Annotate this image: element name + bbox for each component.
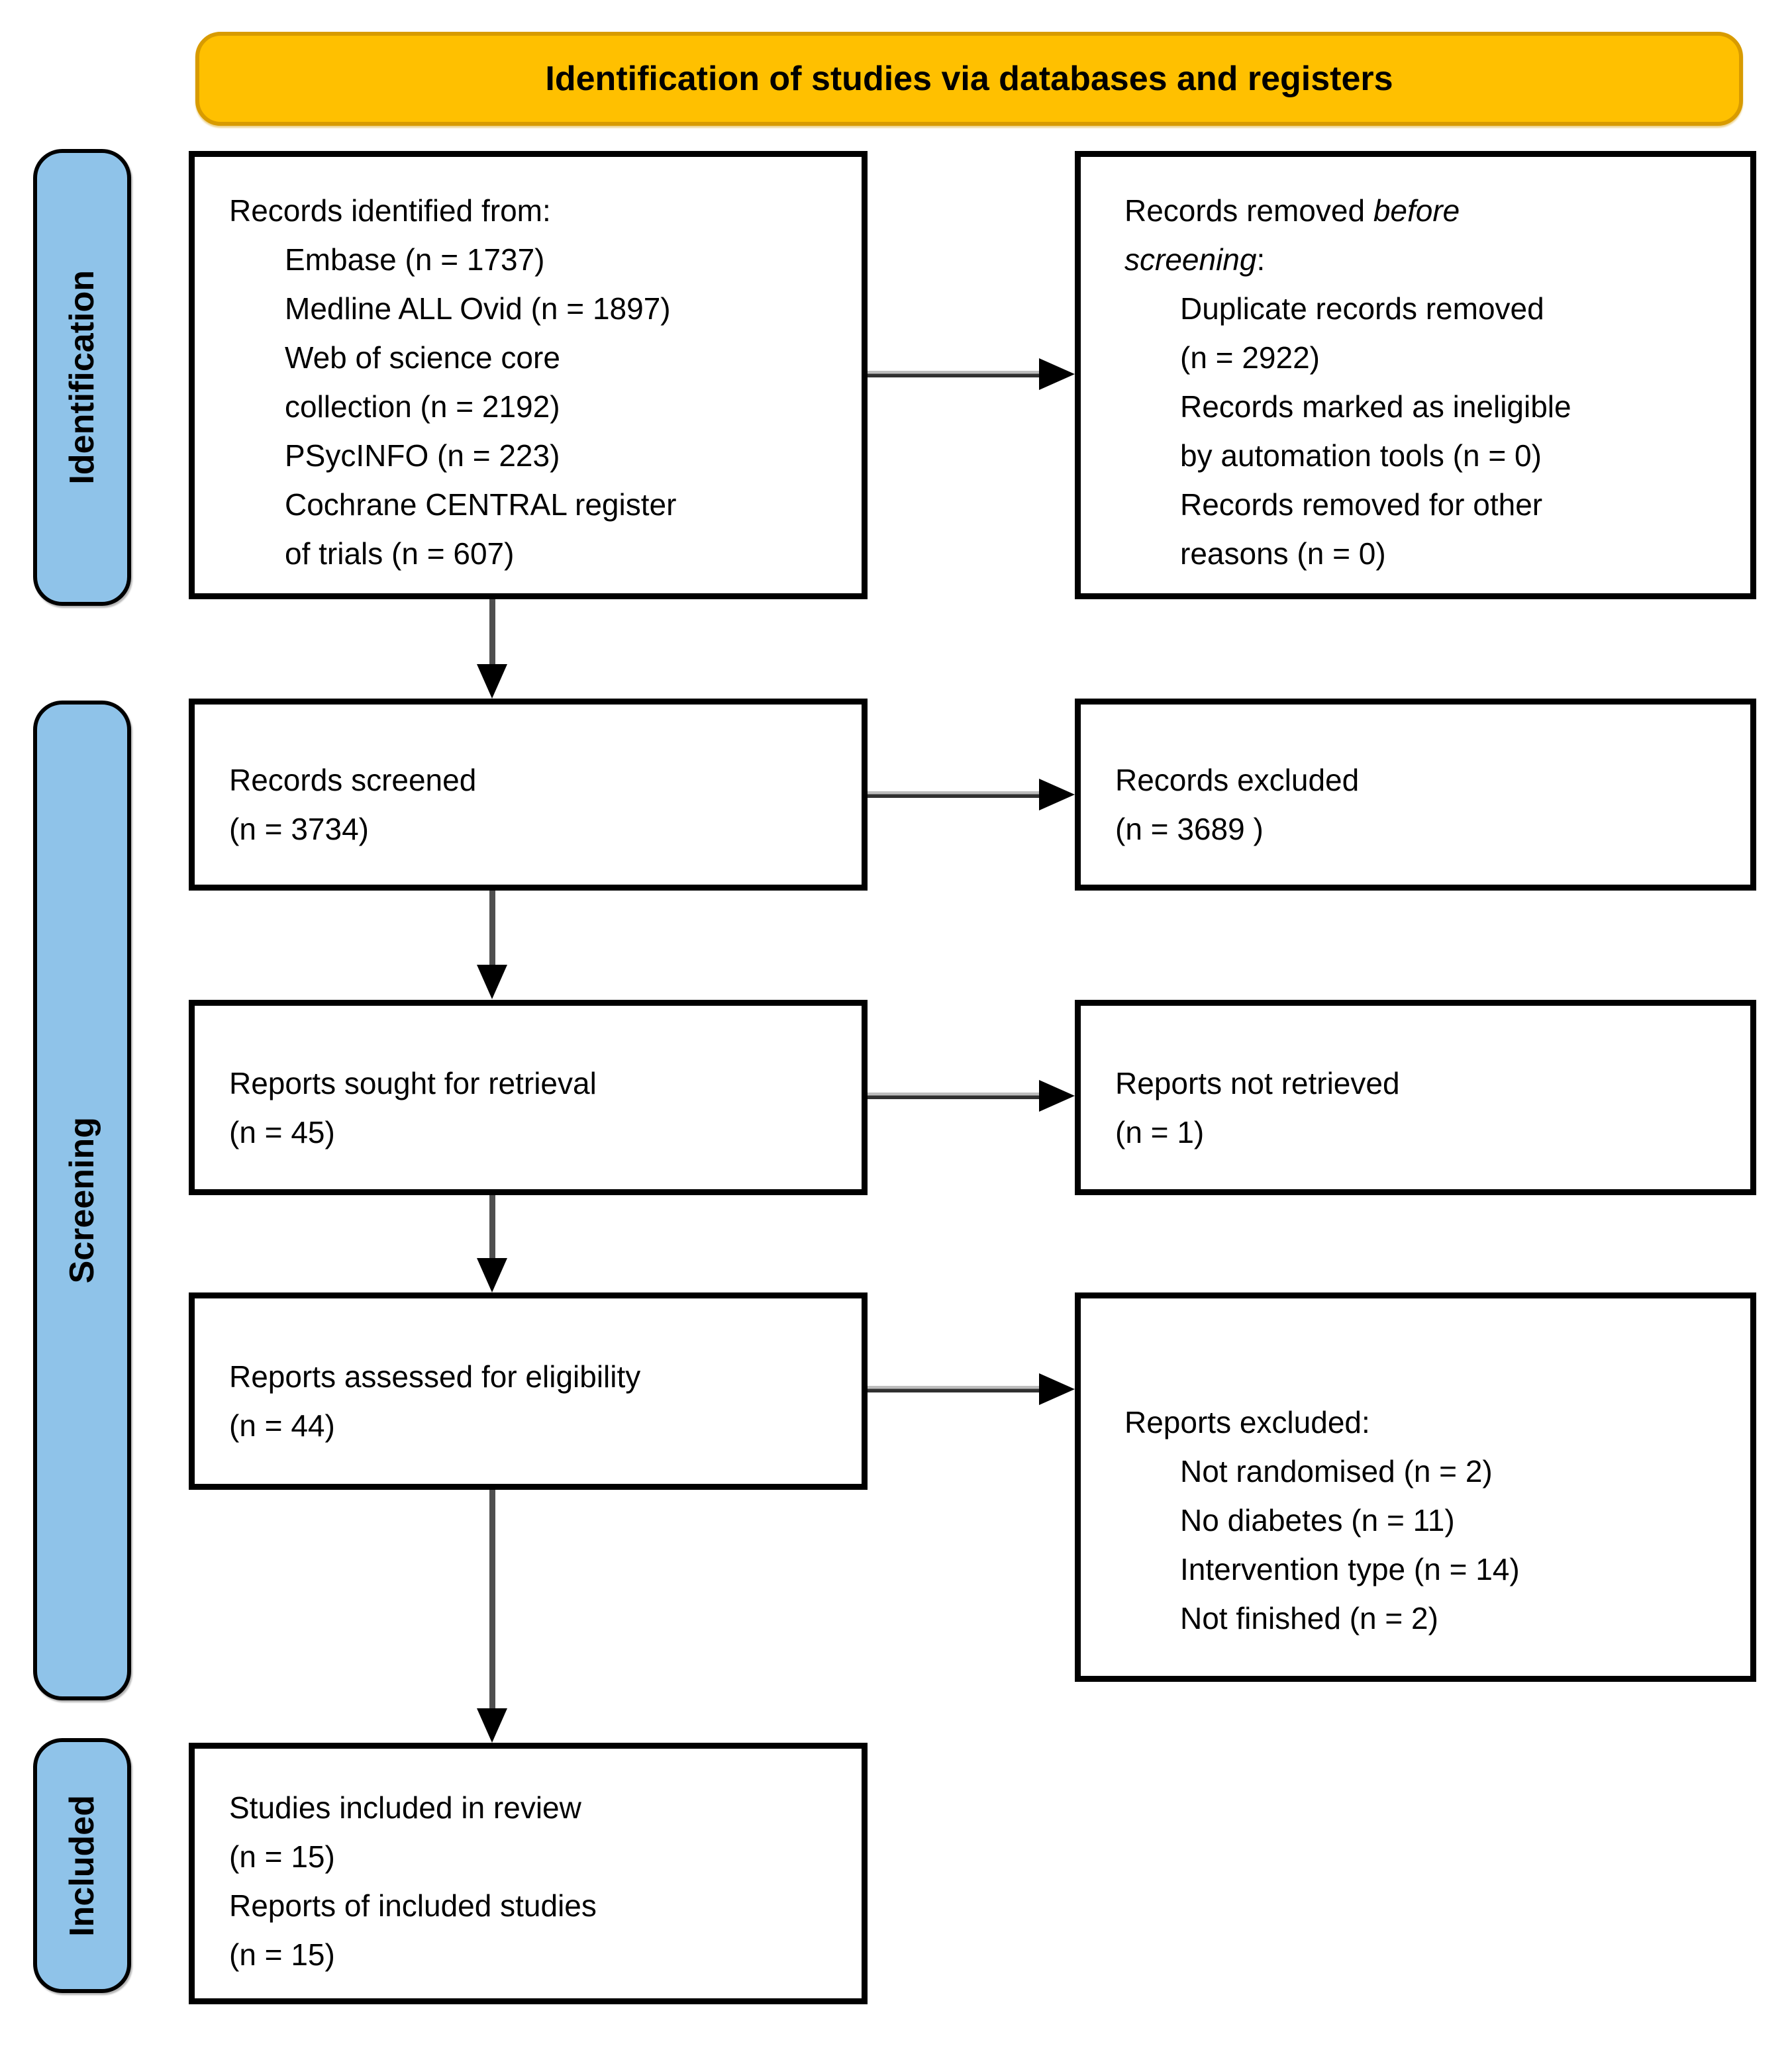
box-text: Reports assessed for eligibility [229, 1359, 641, 1394]
arrow-head-right-icon [1039, 1080, 1075, 1112]
box-studies-included: Studies included in review (n = 15) Repo… [189, 1743, 868, 2004]
box-records-excluded: Records excluded (n = 3689 ) [1075, 699, 1756, 891]
list-item: of trials (n = 607) [285, 536, 515, 571]
arrow-line-screened-to-sought [489, 891, 495, 966]
stage-label-screening: Screening [63, 1117, 101, 1284]
list-item: Web of science core [285, 340, 560, 375]
arrow-line-screened-to-excluded [868, 791, 1041, 798]
arrow-head-right-icon [1039, 1373, 1075, 1405]
box-records-screened: Records screened (n = 3734) [189, 699, 868, 891]
box-text: Records screened [229, 763, 477, 797]
list-item: Cochrane CENTRAL register [285, 487, 677, 522]
list-item: No diabetes (n = 11) [1180, 1503, 1455, 1537]
list-item: Medline ALL Ovid (n = 1897) [285, 291, 671, 326]
arrow-head-right-icon [1039, 779, 1075, 810]
heading-regular: Records removed [1124, 193, 1373, 228]
box-records-removed: Records removed before screening: Duplic… [1075, 151, 1756, 599]
box-text: Records excluded [1115, 763, 1360, 797]
list-item: reasons (n = 0) [1180, 536, 1386, 571]
heading-italic: screening [1124, 242, 1257, 277]
list-item: Records removed for other [1180, 487, 1543, 522]
box-count: (n = 1) [1115, 1114, 1205, 1149]
arrow-head-down-icon [477, 1708, 507, 1743]
list-item: Records marked as ineligible [1180, 389, 1571, 424]
box-text: Reports of included studies [229, 1888, 597, 1923]
heading-regular: : [1256, 242, 1266, 277]
box-count: (n = 45) [229, 1114, 335, 1149]
box-reports-sought: Reports sought for retrieval (n = 45) [189, 1000, 868, 1195]
list-item: PSycINFO (n = 223) [285, 438, 560, 473]
arrow-head-down-icon [477, 1258, 507, 1292]
box-reports-excluded: Reports excluded: Not randomised (n = 2)… [1075, 1292, 1756, 1682]
box-count: (n = 44) [229, 1408, 335, 1443]
arrow-head-down-icon [477, 965, 507, 999]
arrow-line-identified-to-removed [868, 371, 1041, 377]
arrow-line-assessed-to-reportsexcluded [868, 1386, 1041, 1392]
stage-label-included: Included [63, 1794, 101, 1937]
box-count: (n = 3734) [229, 812, 369, 846]
box-text: Reports sought for retrieval [229, 1065, 597, 1100]
list-item: Embase (n = 1737) [285, 242, 545, 277]
list-item: collection (n = 2192) [285, 389, 560, 424]
box-heading: Records identified from: [229, 193, 551, 228]
list-item: by automation tools (n = 0) [1180, 438, 1542, 473]
box-heading-line2: screening: [1124, 235, 1733, 284]
stage-bar-identification: Identification [33, 149, 131, 606]
list-item: Intervention type (n = 14) [1180, 1552, 1520, 1586]
diagram-title: Identification of studies via databases … [195, 32, 1743, 126]
stage-bar-screening: Screening [33, 701, 131, 1700]
box-count: (n = 3689 ) [1115, 812, 1264, 846]
box-reports-not-retrieved: Reports not retrieved (n = 1) [1075, 1000, 1756, 1195]
stage-label-identification: Identification [63, 270, 101, 485]
arrow-line-sought-to-notretrieved [868, 1093, 1041, 1099]
box-count: (n = 15) [229, 1839, 335, 1874]
heading-italic: before [1373, 193, 1460, 228]
stage-bar-included: Included [33, 1738, 131, 1993]
box-count: (n = 15) [229, 1937, 335, 1972]
arrow-line-identified-to-screened [489, 599, 495, 667]
box-reports-assessed: Reports assessed for eligibility (n = 44… [189, 1292, 868, 1490]
box-heading: Reports excluded: [1124, 1405, 1370, 1439]
list-item: (n = 2922) [1180, 340, 1320, 375]
list-item: Not finished (n = 2) [1180, 1601, 1438, 1635]
arrow-line-assessed-to-included [489, 1490, 495, 1710]
box-text: Studies included in review [229, 1790, 581, 1825]
arrow-head-down-icon [477, 664, 507, 699]
arrow-line-sought-to-assessed [489, 1195, 495, 1259]
arrow-head-right-icon [1039, 358, 1075, 390]
diagram-title-text: Identification of studies via databases … [545, 60, 1393, 98]
box-records-identified: Records identified from: Embase (n = 173… [189, 151, 868, 599]
list-item: Duplicate records removed [1180, 291, 1544, 326]
box-text: Reports not retrieved [1115, 1065, 1400, 1100]
list-item: Not randomised (n = 2) [1180, 1454, 1493, 1488]
box-heading-line1: Records removed before [1124, 186, 1733, 235]
